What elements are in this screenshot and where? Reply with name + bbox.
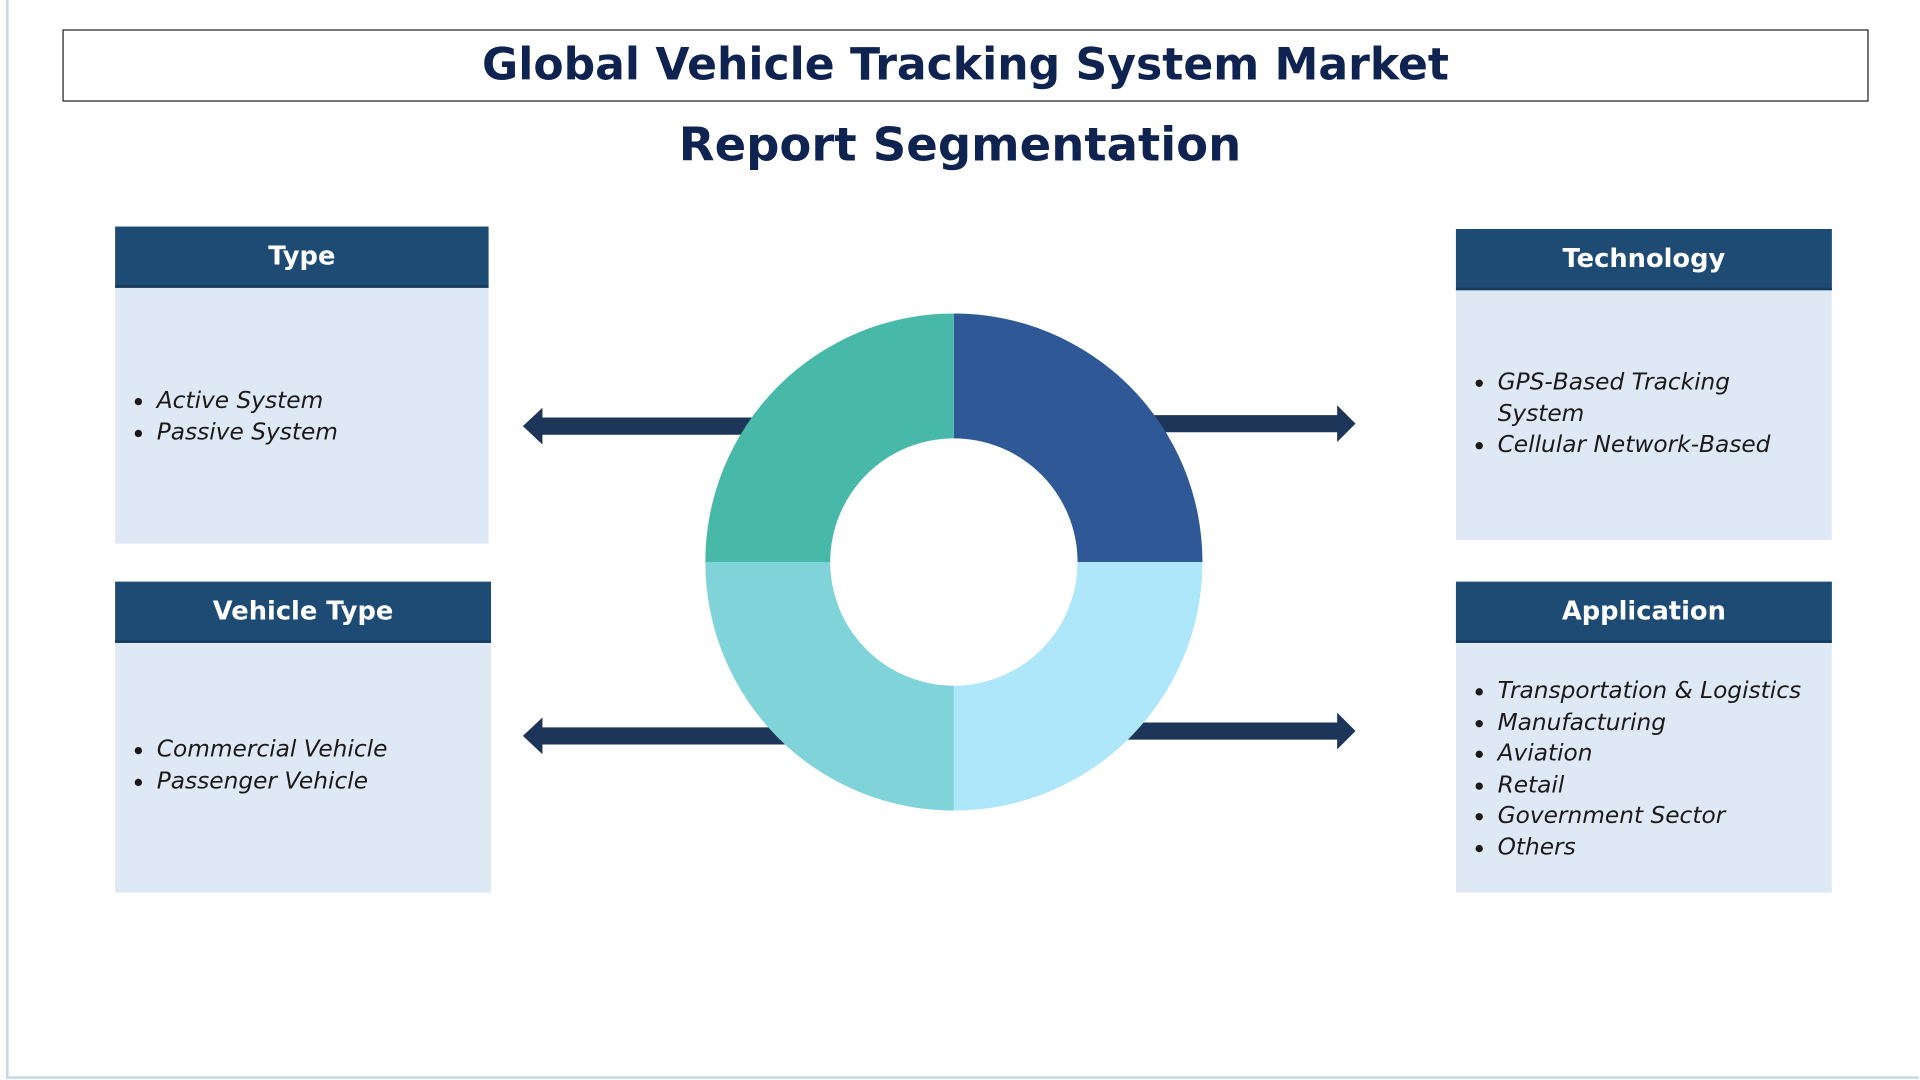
list-item: Government Sector [1498, 801, 1832, 832]
list-item: Active System [157, 386, 489, 417]
segment-card-vehicle-type: Vehicle Type Commercial Vehicle Passenge… [115, 581, 492, 893]
list-item: Manufacturing [1498, 707, 1832, 738]
page-frame [6, 0, 1919, 1079]
segment-card-application: Application Transportation & Logistics M… [1455, 581, 1832, 893]
arrow-right-bottom [1114, 712, 1356, 750]
donut-segment [953, 313, 1203, 563]
list-item: Cellular Network-Based [1498, 430, 1816, 461]
list-item: Commercial Vehicle [157, 735, 491, 766]
segment-header: Vehicle Type [115, 581, 492, 643]
arrow-left-bottom [522, 717, 796, 755]
segment-list: Transportation & Logistics Manufacturing… [1456, 676, 1832, 863]
arrow-left-top [522, 407, 760, 445]
arrow-right-top [1138, 405, 1356, 443]
title: Global Vehicle Tracking System Market [482, 40, 1449, 91]
segment-list: Commercial Vehicle Passenger Vehicle [115, 735, 491, 797]
list-item: Aviation [1498, 738, 1832, 769]
title-box: Global Vehicle Tracking System Market [62, 29, 1869, 102]
segment-list: GPS-Based Tracking System Cellular Netwo… [1456, 367, 1816, 461]
donut-segment [705, 313, 954, 563]
list-item: Transportation & Logistics [1498, 676, 1832, 707]
list-item: Passenger Vehicle [157, 766, 491, 797]
segment-header: Technology [1455, 228, 1832, 291]
segment-header: Type [115, 226, 489, 288]
donut-segment [705, 562, 954, 811]
segment-card-type: Type Active System Passive System [115, 226, 489, 544]
segment-card-technology: Technology GPS-Based Tracking System Cel… [1455, 228, 1832, 541]
segment-header: Application [1455, 581, 1832, 643]
subtitle: Report Segmentation [678, 117, 1242, 172]
list-item: Passive System [157, 417, 489, 448]
donut-segment [953, 562, 1203, 811]
segment-list: Active System Passive System [115, 386, 488, 448]
list-item: Retail [1498, 770, 1832, 801]
list-item: Others [1498, 832, 1832, 863]
list-item: GPS-Based Tracking System [1498, 367, 1816, 429]
